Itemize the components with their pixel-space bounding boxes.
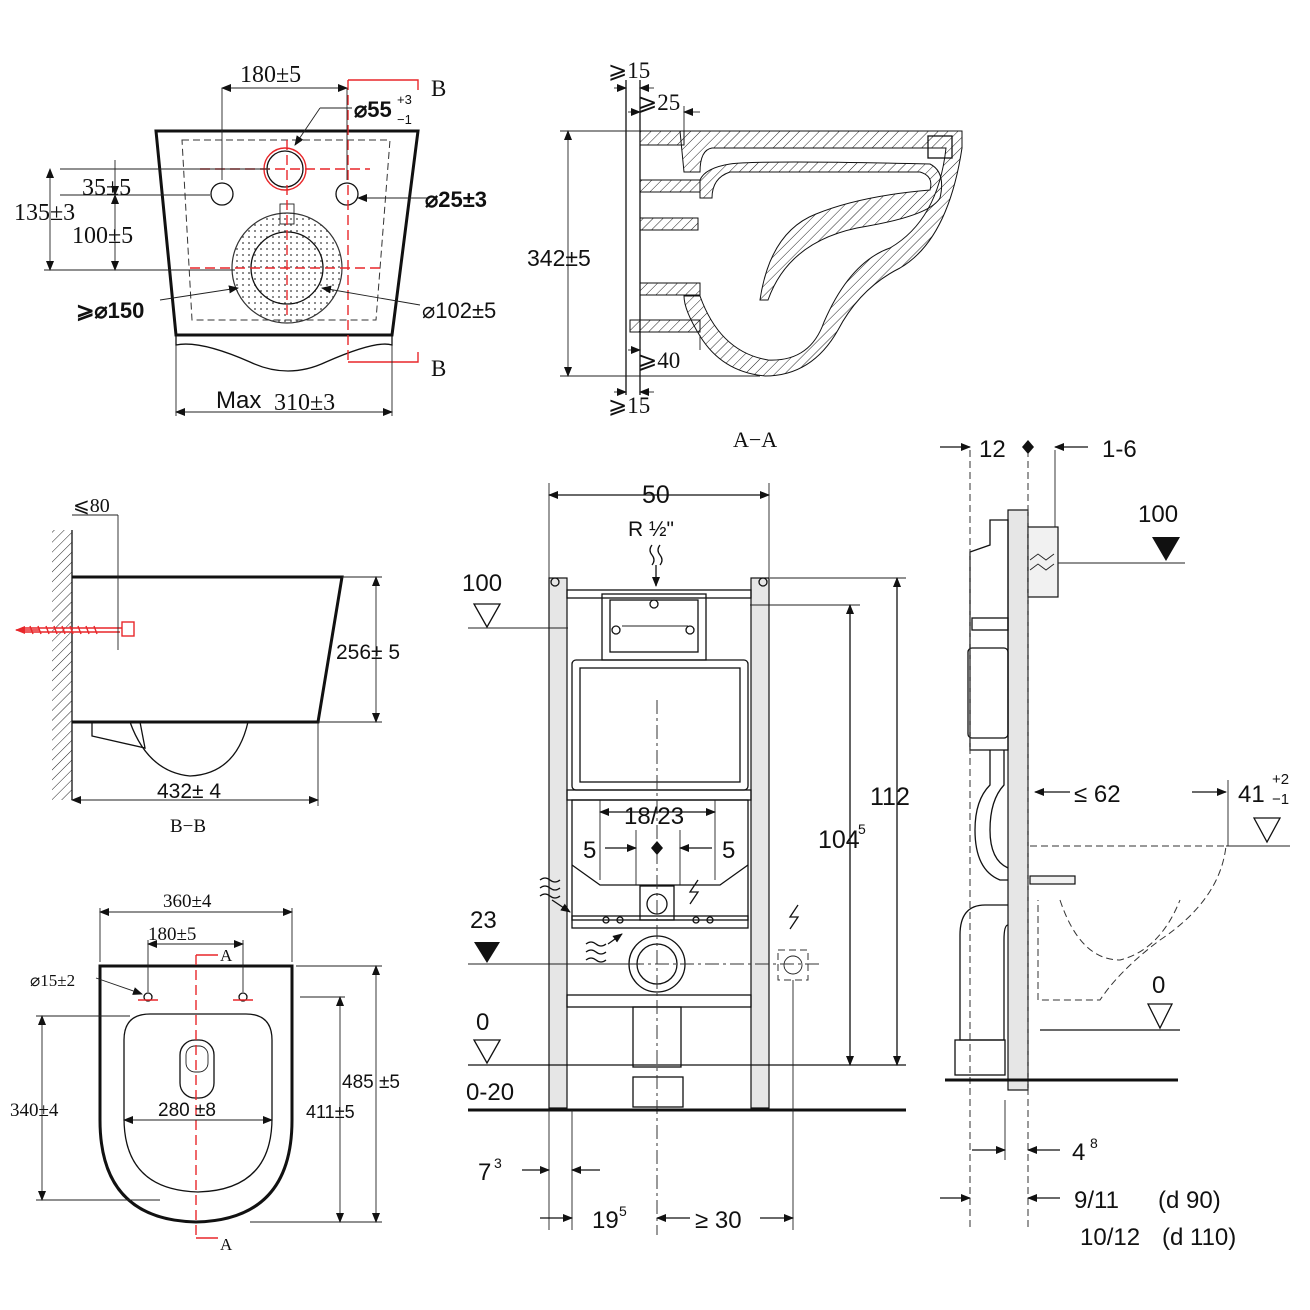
section-mark-b-bottom: B [431, 356, 446, 381]
dim-15-top: ⩾15 [608, 58, 650, 83]
dim-15-plan: ⌀15±2 [30, 971, 75, 990]
dim-180: 180±5 [240, 62, 301, 88]
top-view: B B 180±5 ⌀55 +3 −1 35±5 135±3 100±5 ⌀25… [14, 62, 496, 416]
dim-40: ⩾40 [638, 348, 680, 373]
dim-180-plan: 180±5 [148, 924, 196, 945]
section-mark-b-top: B [431, 76, 446, 101]
dim-18-23: 18/23 [624, 803, 684, 830]
dim-19: 19 [592, 1207, 619, 1234]
dim-41-upper: +2 [1272, 771, 1289, 788]
level-0-side: 0 [1152, 972, 1165, 999]
dim-432: 432± 4 [157, 780, 221, 803]
plan-mark-a-top: A [220, 946, 233, 965]
dim-15-bottom: ⩾15 [608, 393, 650, 418]
section-b-b: ⩽80 256± 5 432± 4 B−B [15, 495, 400, 837]
dim-9-11: 9/11 [1074, 1187, 1119, 1214]
dim-max: 310±3 [274, 390, 335, 416]
section-label-a-a: A−A [733, 427, 777, 452]
dim-62: ≤ 62 [1074, 781, 1121, 808]
dim-342: 342±5 [527, 245, 591, 271]
section-a-a: 342±5 ⩾15 ⩾25 ⩾40 ⩾15 A−A [527, 58, 963, 452]
plan-view: A A 360±4 180±5 ⌀15±2 340±4 280 ±8 411±5… [10, 891, 400, 1254]
level-100-front: 100 [462, 570, 502, 597]
dim-30: ≥ 30 [695, 1207, 742, 1234]
frame-front-view: 50 R ½" [462, 481, 910, 1235]
dim-r-half: R ½" [628, 518, 674, 541]
dim-100: 100±5 [72, 223, 133, 249]
dim-inlet: ⌀55 [354, 97, 392, 122]
dim-340: 340±4 [10, 1100, 59, 1121]
dim-12: 12 [979, 436, 1006, 463]
dim-150: ⩾⌀150 [76, 298, 144, 323]
dim-485: 485 ±5 [342, 1072, 400, 1093]
dim-d90: (d 90) [1158, 1187, 1221, 1214]
dim-360: 360±4 [163, 891, 212, 912]
dim-7-sup: 3 [494, 1155, 502, 1171]
level-23: 23 [470, 907, 497, 934]
dim-25: ⩾25 [638, 90, 680, 115]
dim-max-prefix: Max [216, 387, 261, 414]
dim-0-20: 0-20 [466, 1079, 514, 1106]
frame-side-view: 12 1-6 100 ≤ 62 41 +2 −1 0 4 8 9/11 (d 9… [940, 436, 1290, 1251]
dim-102: ⌀102±5 [422, 298, 496, 323]
dim-1-6: 1-6 [1102, 436, 1137, 463]
dim-10-12: 10/12 [1080, 1224, 1140, 1251]
section-label-b-b: B−B [170, 816, 206, 837]
dim-19-sup: 5 [619, 1203, 627, 1219]
dim-inlet-lower-tol: −1 [397, 112, 412, 127]
dim-411: 411±5 [306, 1102, 355, 1122]
dim-5-left: 5 [583, 837, 596, 864]
dim-d110: (d 110) [1162, 1224, 1236, 1251]
dim-50: 50 [642, 481, 670, 509]
dim-4: 4 [1072, 1139, 1085, 1166]
dim-104-sup: 5 [858, 821, 866, 837]
dim-135: 135±3 [14, 200, 75, 226]
dim-112: 112 [870, 783, 910, 811]
level-0-front: 0 [476, 1009, 489, 1036]
dim-bolt: ⌀25±3 [425, 187, 487, 212]
level-100-side: 100 [1138, 501, 1178, 528]
dim-280: 280 ±8 [158, 1100, 216, 1121]
dim-80: ⩽80 [73, 495, 110, 517]
plan-mark-a-bottom: A [220, 1235, 233, 1254]
dim-104: 104 [818, 826, 860, 854]
dim-5-right: 5 [722, 837, 735, 864]
dim-256: 256± 5 [336, 641, 400, 664]
dim-4-sup: 8 [1090, 1135, 1098, 1151]
dim-35: 35±5 [82, 175, 131, 201]
dim-41-lower: −1 [1272, 791, 1289, 808]
dim-7: 7 [478, 1159, 491, 1186]
dim-inlet-upper-tol: +3 [397, 92, 412, 107]
dim-41: 41 [1238, 781, 1265, 808]
